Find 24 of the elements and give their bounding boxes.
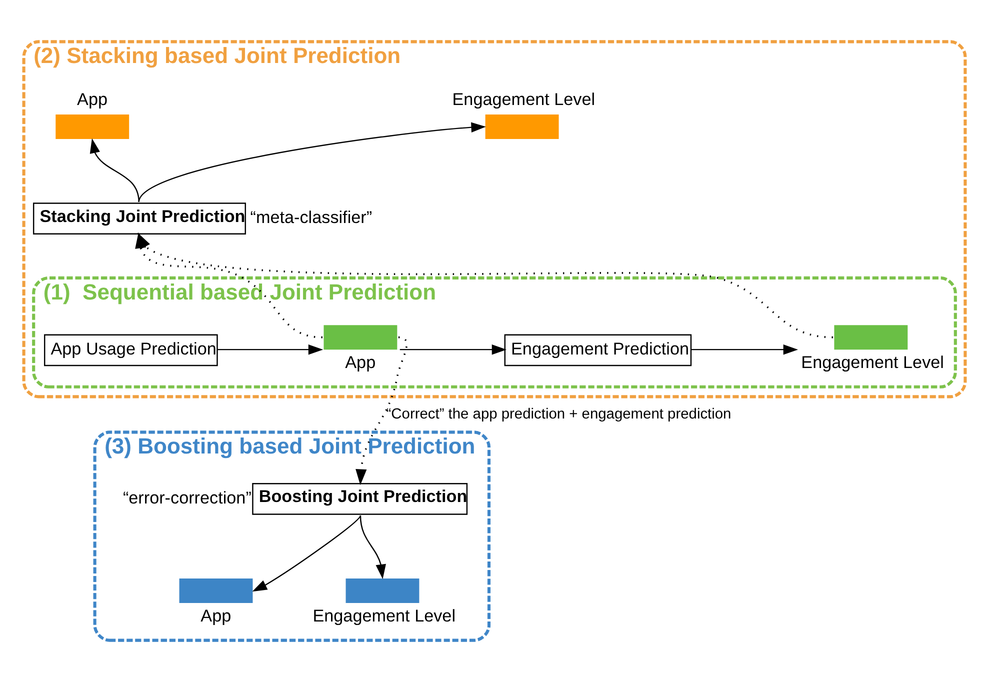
arrow [89, 138, 139, 202]
node-bar [178, 578, 252, 602]
node-bar [834, 324, 908, 350]
node-label: App [76, 88, 108, 108]
arrow [216, 344, 323, 354]
arrow [252, 514, 360, 592]
node-label: Engagement Level [312, 605, 456, 626]
node-bar [323, 324, 397, 350]
arrow [138, 122, 486, 202]
arrow [355, 336, 408, 485]
arrow [690, 344, 798, 354]
node-label: Engagement Level [452, 88, 595, 108]
node-label: App [344, 352, 376, 372]
edge-label: “Correct” the app prediction + engagement prediction [386, 406, 731, 422]
node-label: Engagement Level [800, 352, 944, 372]
node-bar [484, 114, 558, 138]
node-bar [55, 114, 129, 138]
arrow [359, 514, 386, 579]
node-label: “error-correction” [122, 486, 251, 507]
arrow [399, 344, 506, 354]
node-bar [345, 578, 419, 602]
node-label: “meta-classifier” [250, 206, 372, 227]
node-label: App [200, 605, 231, 626]
arrow [137, 232, 833, 338]
